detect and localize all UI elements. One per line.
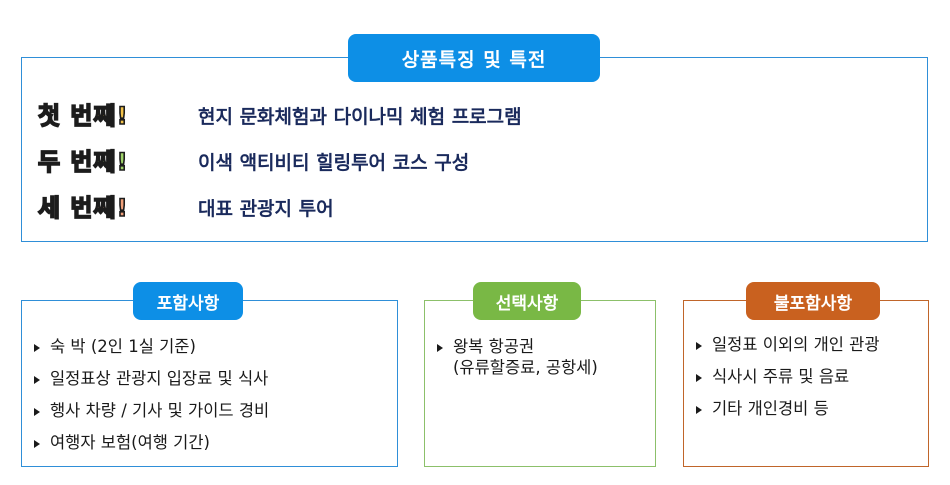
included-list: 숙 박 (2인 1실 기준) 일정표상 관광지 입장료 및 식사 행사 차량 /…: [34, 331, 269, 459]
bullet-icon: [34, 376, 40, 384]
feature-text-2: 이색 액티비티 힐링투어 코스 구성: [198, 152, 470, 174]
optional-item-1: 왕복 항공권: [453, 337, 535, 356]
bullet-icon: [696, 374, 702, 382]
excluded-list: 일정표 이외의 개인 관광 식사시 주류 및 음료 기타 개인경비 등: [696, 329, 880, 425]
list-item: 식사시 주류 및 음료: [696, 361, 880, 393]
optional-list: 왕복 항공권: [437, 331, 534, 363]
included-item-2: 일정표상 관광지 입장료 및 식사: [50, 369, 269, 388]
bullet-icon: [437, 344, 443, 352]
bullet-icon: [34, 408, 40, 416]
features-title-badge: 상품특징 및 특전: [348, 34, 600, 82]
list-item: 기타 개인경비 등: [696, 393, 880, 425]
feature-ordinal-1: 첫 번째!: [37, 101, 129, 131]
bullet-icon: [34, 440, 40, 448]
included-item-3: 행사 차량 / 기사 및 가이드 경비: [50, 401, 270, 420]
list-item: 행사 차량 / 기사 및 가이드 경비: [34, 395, 269, 427]
optional-panel: 왕복 항공권 (유류할증료, 공항세): [424, 300, 656, 467]
included-item-4: 여행자 보험(여행 기간): [50, 433, 210, 452]
features-panel: [21, 57, 928, 242]
bullet-icon: [34, 344, 40, 352]
bullet-icon: [696, 406, 702, 414]
list-item: 일정표 이외의 개인 관광: [696, 329, 880, 361]
list-item: 여행자 보험(여행 기간): [34, 427, 269, 459]
excluded-title-badge: 불포함사항: [746, 282, 880, 320]
features-title: 상품특징 및 특전: [401, 48, 547, 71]
optional-item-note: (유류할증료, 공항세): [453, 358, 598, 377]
excluded-item-3: 기타 개인경비 등: [712, 399, 829, 418]
list-item: 왕복 항공권: [437, 331, 534, 363]
included-title-badge: 포함사항: [133, 282, 243, 320]
feature-ordinal-3: 세 번째!: [37, 193, 129, 223]
optional-title: 선택사항: [495, 293, 559, 314]
included-item-1: 숙 박 (2인 1실 기준): [50, 337, 196, 356]
excluded-title: 불포함사항: [773, 293, 853, 314]
included-title: 포함사항: [156, 293, 220, 314]
excluded-panel: 일정표 이외의 개인 관광 식사시 주류 및 음료 기타 개인경비 등: [683, 300, 929, 467]
bullet-icon: [696, 342, 702, 350]
excluded-item-1: 일정표 이외의 개인 관광: [712, 335, 880, 354]
excluded-item-2: 식사시 주류 및 음료: [712, 367, 850, 386]
feature-text-1: 현지 문화체험과 다이나믹 체험 프로그램: [198, 106, 522, 128]
feature-text-3: 대표 관광지 투어: [198, 198, 334, 220]
list-item: 숙 박 (2인 1실 기준): [34, 331, 269, 363]
optional-title-badge: 선택사항: [473, 282, 581, 320]
feature-ordinal-2: 두 번째!: [37, 147, 129, 177]
list-item: 일정표상 관광지 입장료 및 식사: [34, 363, 269, 395]
included-panel: 숙 박 (2인 1실 기준) 일정표상 관광지 입장료 및 식사 행사 차량 /…: [21, 300, 398, 467]
